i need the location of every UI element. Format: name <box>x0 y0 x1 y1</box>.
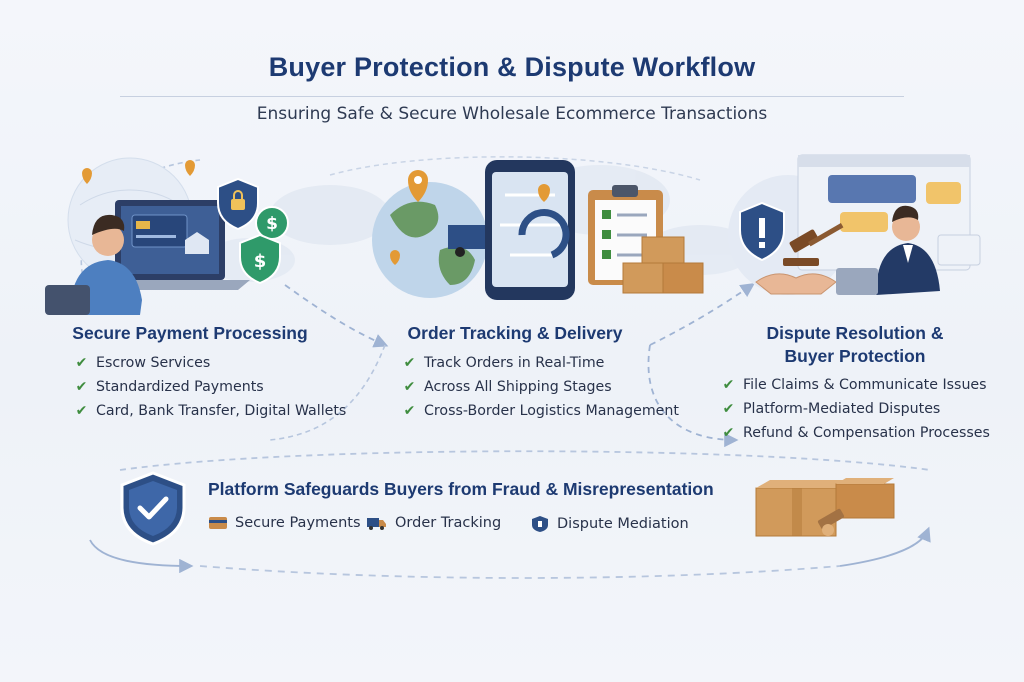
column-title-dispute-resolution: Dispute Resolution & Buyer Protection <box>710 322 1000 368</box>
list-item: ✔Track Orders in Real-Time <box>403 351 679 375</box>
check-icon: ✔ <box>75 355 88 371</box>
check-icon: ✔ <box>75 403 88 419</box>
laptop-icon <box>836 268 878 295</box>
box-icon <box>622 262 664 294</box>
card-icon <box>209 517 227 529</box>
feature-secure-payments: Secure Payments <box>208 515 361 531</box>
box-icon <box>662 262 704 294</box>
dispute-bullet-list: ✔File Claims & Communicate Issues ✔Platf… <box>722 373 990 445</box>
column-title-order-tracking: Order Tracking & Delivery <box>407 323 623 343</box>
svg-text:$: $ <box>254 251 267 272</box>
page-title: Buyer Protection & Dispute Workflow <box>268 52 756 82</box>
truck-icon <box>367 518 386 530</box>
boxes-gavel-illustration <box>755 478 895 537</box>
dollar-shield-icon <box>239 233 281 285</box>
chat-bubble-icon <box>828 175 916 203</box>
handshake-icon <box>755 273 837 295</box>
svg-text:$: $ <box>266 214 278 234</box>
dispute-judge-illustration <box>728 154 981 295</box>
map-pin-icon <box>185 160 195 176</box>
shield-icon <box>532 516 548 532</box>
gavel-icon <box>789 229 819 253</box>
page-subtitle: Ensuring Safe & Secure Wholesale Ecommer… <box>256 104 768 124</box>
check-icon: ✔ <box>722 377 735 393</box>
bank-icon <box>185 232 209 254</box>
map-pin-icon <box>390 250 400 265</box>
chat-bubble-icon <box>840 212 888 232</box>
check-icon: ✔ <box>403 403 416 419</box>
safeguards-title: Platform Safeguards Buyers from Fraud & … <box>208 479 714 499</box>
column-title-line: Dispute Resolution & <box>766 323 944 343</box>
column-title-secure-payment: Secure Payment Processing <box>72 323 308 343</box>
gavel-icon <box>817 508 845 530</box>
check-icon: ✔ <box>403 379 416 395</box>
list-item: ✔Cross-Border Logistics Management <box>403 399 679 423</box>
chat-bubble-icon <box>926 182 961 204</box>
check-icon: ✔ <box>722 401 735 417</box>
list-item: ✔Refund & Compensation Processes <box>722 421 990 445</box>
shield-check-icon <box>120 471 186 546</box>
check-icon: ✔ <box>722 425 735 441</box>
list-item: ✔Across All Shipping Stages <box>403 375 679 399</box>
payment-laptop-illustration: $ $ <box>45 157 289 315</box>
list-item: ✔Platform-Mediated Disputes <box>722 397 990 421</box>
map-pin-icon <box>408 170 428 202</box>
feature-order-tracking: Order Tracking <box>366 515 501 531</box>
list-item: ✔Escrow Services <box>75 351 346 375</box>
list-item: ✔Standardized Payments <box>75 375 346 399</box>
list-item: ✔Card, Bank Transfer, Digital Wallets <box>75 399 347 423</box>
check-icon: ✔ <box>75 379 88 395</box>
feature-dispute-mediation: Dispute Mediation <box>530 515 689 533</box>
title-divider <box>120 96 904 97</box>
order-tracking-phone-illustration <box>372 160 704 300</box>
payment-bullet-list: ✔Escrow Services ✔Standardized Payments … <box>75 351 347 423</box>
map-pin-icon <box>82 168 92 184</box>
column-title-line: Buyer Protection <box>784 346 926 366</box>
tracking-bullet-list: ✔Track Orders in Real-Time ✔Across All S… <box>403 351 679 423</box>
check-icon: ✔ <box>403 355 416 371</box>
list-item: ✔File Claims & Communicate Issues <box>722 373 990 397</box>
truck-icon <box>448 225 488 249</box>
